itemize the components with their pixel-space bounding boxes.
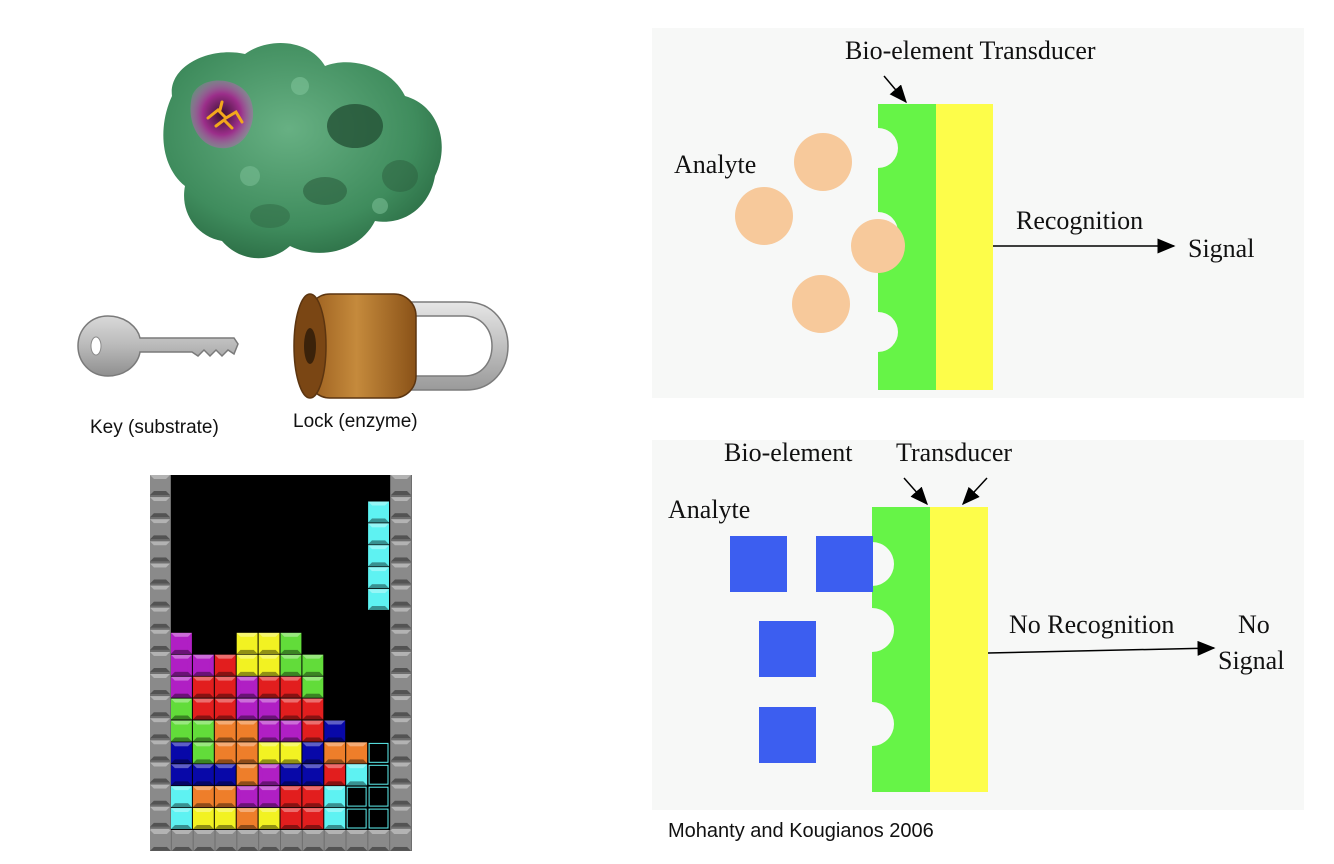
analyte-square xyxy=(730,536,787,592)
bio-pointer-arrow xyxy=(903,477,928,506)
bottom-transducer-layer xyxy=(930,507,988,792)
bottom-signal-label: Signal xyxy=(1218,646,1285,675)
analyte-square xyxy=(759,707,816,763)
bottom-bio-label: Bio-element xyxy=(724,438,853,467)
analyte-circle xyxy=(794,133,852,191)
top-analyte-label: Analyte xyxy=(674,150,757,179)
bottom-bio-element-layer xyxy=(872,507,930,792)
analyte-circle xyxy=(792,275,850,333)
key-label: Key (substrate) xyxy=(90,417,219,438)
analyte-circle-bound xyxy=(851,219,905,273)
bottom-biosensor-diagram xyxy=(730,477,1216,792)
enzyme-structure-image xyxy=(163,42,442,259)
citation-text: Mohanty and Kougianos 2006 xyxy=(668,820,934,842)
bottom-analyte-label: Analyte xyxy=(668,495,751,524)
tetris-outline-block xyxy=(346,808,367,829)
transducer-pointer-arrow xyxy=(961,477,988,506)
tetris-board-image xyxy=(150,475,412,851)
top-biosensor-diagram xyxy=(735,75,1176,390)
tetris-outline-block xyxy=(368,764,389,785)
analyte-circle xyxy=(735,187,793,245)
tetris-outline-block xyxy=(368,786,389,807)
bottom-transducer-label: Transducer xyxy=(896,438,1013,467)
bottom-no-recognition-label: No Recognition xyxy=(1009,610,1175,639)
key-icon xyxy=(77,315,239,377)
pointer-arrow xyxy=(883,75,907,104)
lock-icon xyxy=(293,293,509,399)
lock-label: Lock (enzyme) xyxy=(293,411,418,432)
tetris-outline-block xyxy=(368,742,389,763)
tetris-outline-block xyxy=(368,808,389,829)
top-transducer-layer xyxy=(936,104,993,390)
analyte-square xyxy=(759,621,816,677)
top-recognition-label: Recognition xyxy=(1016,206,1144,235)
analyte-square xyxy=(816,536,873,592)
tetris-outline-block xyxy=(346,786,367,807)
top-bio-element-layer xyxy=(878,104,936,390)
bottom-no-label: No xyxy=(1238,610,1270,639)
top-signal-label: Signal xyxy=(1188,234,1255,263)
no-signal-arrow xyxy=(987,640,1216,656)
top-header-label: Bio-element Transducer xyxy=(845,36,1096,65)
